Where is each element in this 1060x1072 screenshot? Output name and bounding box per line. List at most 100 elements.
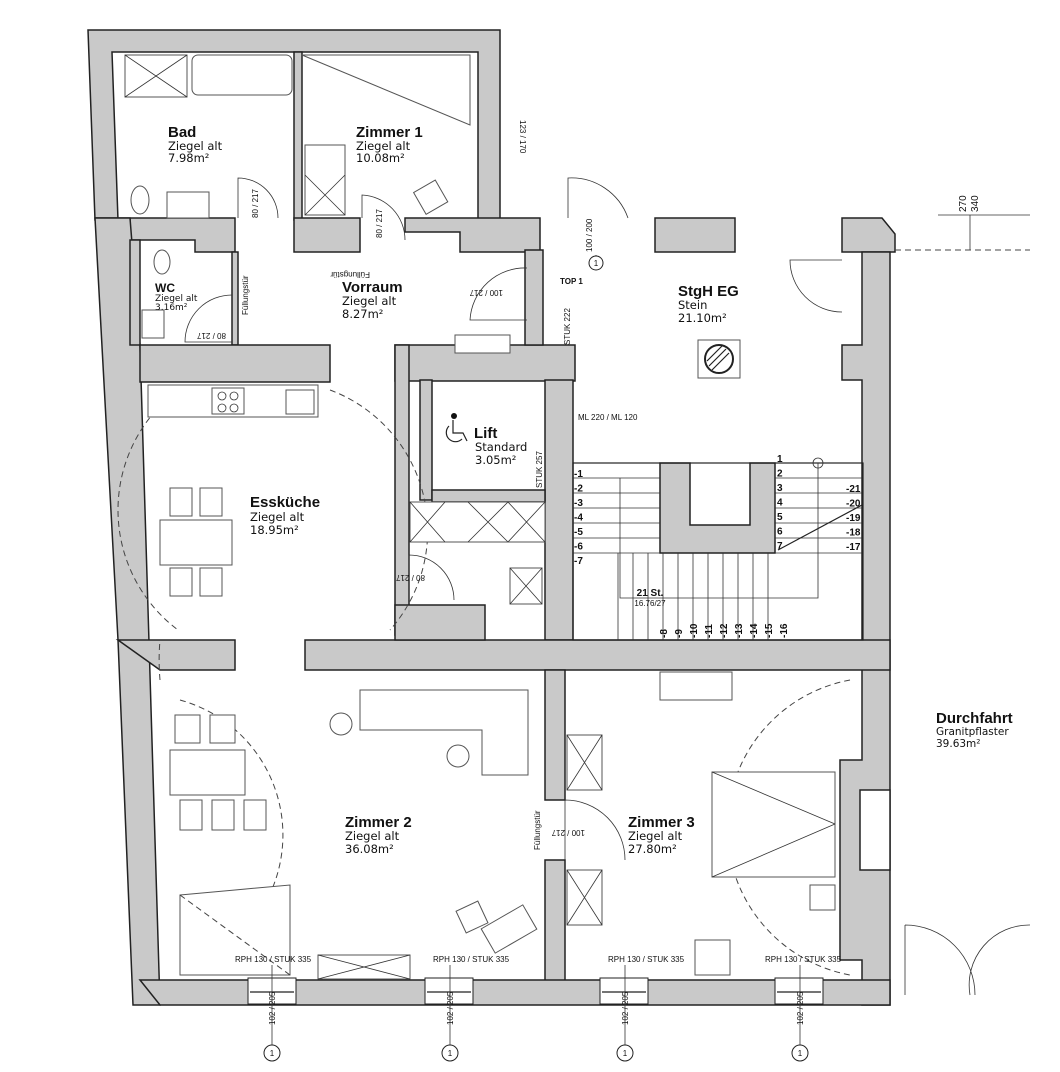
sink-bad <box>166 191 210 219</box>
door-arc <box>158 639 161 681</box>
stair-step-number: -12 <box>719 623 730 638</box>
svg-text:Füllungstür: Füllungstür <box>241 275 250 315</box>
svg-text:10.08m²: 10.08m² <box>356 151 405 165</box>
wall-middle-right <box>304 639 891 671</box>
svg-text:Granitpflaster: Granitpflaster <box>936 726 1009 738</box>
stair-walkline <box>619 463 819 599</box>
wall-lift-left <box>394 344 410 636</box>
door-wc <box>184 294 233 343</box>
wall-stgh-top <box>654 217 736 253</box>
door-stgh-durchfahrt <box>789 259 843 313</box>
svg-text:RPH 130 / STUK 335: RPH 130 / STUK 335 <box>765 955 842 964</box>
svg-text:80 / 217: 80 / 217 <box>251 189 260 218</box>
stair-step-number: 6 <box>777 527 783 538</box>
toilet-bad <box>130 185 150 215</box>
window-callout: 1 102 / 205 RPH 130 / STUK 335 <box>235 955 312 1062</box>
stair-step-number: 1 <box>777 454 783 465</box>
svg-text:WC: WC <box>155 281 175 295</box>
svg-text:1: 1 <box>270 1049 275 1058</box>
svg-text:100 / 217: 100 / 217 <box>551 828 585 837</box>
svg-text:Vorraum: Vorraum <box>342 279 403 296</box>
svg-text:Durchfahrt: Durchfahrt <box>936 710 1013 727</box>
stair-step-number: -8 <box>659 629 670 638</box>
stair-numbers-right: -17-18-19-20-21 <box>846 484 861 553</box>
door-z2-z3 <box>564 799 626 861</box>
svg-text:16.76/27: 16.76/27 <box>634 599 666 608</box>
chair <box>199 487 223 517</box>
door-durchfahrt-gate <box>904 924 1031 996</box>
chair <box>209 714 236 744</box>
stair-step-number: -18 <box>846 528 861 539</box>
stair-step-number: -4 <box>574 513 583 524</box>
window-2 <box>424 977 474 1005</box>
svg-text:18.95m²: 18.95m² <box>250 523 299 537</box>
kitchen-cabinets <box>409 501 546 543</box>
room-zimmer2: Zimmer 2 Ziegel alt 36.08m² <box>345 814 412 856</box>
wall-middle-horizontal <box>115 639 236 671</box>
svg-text:ML 220 / ML 120: ML 220 / ML 120 <box>578 413 638 422</box>
wall-lift-bottom <box>431 489 546 503</box>
stair-step-number: 3 <box>777 483 783 494</box>
radiator <box>659 671 733 701</box>
stair-step-number: -16 <box>779 623 790 638</box>
svg-text:Stein: Stein <box>678 298 707 312</box>
svg-text:7.98m²: 7.98m² <box>168 151 209 165</box>
svg-text:39.63m²: 39.63m² <box>936 738 981 750</box>
room-bad: Bad Ziegel alt 7.98m² <box>168 124 223 165</box>
svg-text:Zimmer 1: Zimmer 1 <box>356 124 423 141</box>
wall-zimmer1-bottom <box>293 217 361 253</box>
door-kitchen-store <box>408 554 455 601</box>
window-niche-right <box>859 789 891 871</box>
stair-step-number: -2 <box>574 484 583 495</box>
svg-text:STUK 222: STUK 222 <box>563 308 572 345</box>
table-zimmer2 <box>169 749 246 796</box>
stair-numbers-bottom: -8-9-10-11-12-13-14-15-16 <box>659 623 790 638</box>
wall-pillar-top-right <box>841 217 896 253</box>
svg-text:340: 340 <box>970 195 981 212</box>
svg-text:80 / 217: 80 / 217 <box>197 331 226 340</box>
furniture <box>124 54 836 980</box>
stair-step-number: -7 <box>574 556 583 567</box>
svg-text:102 / 205: 102 / 205 <box>796 991 805 1025</box>
svg-text:100 / 217: 100 / 217 <box>469 288 503 297</box>
chair <box>174 714 201 744</box>
chair <box>455 900 489 934</box>
chair <box>179 799 203 831</box>
wall-zimmer1-bottom-2 <box>404 217 541 253</box>
svg-text:123 / 170: 123 / 170 <box>518 120 527 154</box>
radiator <box>454 334 511 354</box>
svg-text:80 / 217: 80 / 217 <box>375 209 384 238</box>
room-vorraum: Vorraum Ziegel alt 8.27m² <box>342 279 403 321</box>
stair-step-number: -6 <box>574 542 583 553</box>
walls <box>87 29 896 1006</box>
svg-text:270: 270 <box>958 195 969 212</box>
svg-text:Ziegel alt: Ziegel alt <box>155 294 198 304</box>
desk <box>359 689 529 776</box>
stair-step-number: -17 <box>846 542 861 553</box>
svg-text:3.05m²: 3.05m² <box>475 453 516 467</box>
kitchen-sink <box>285 389 315 415</box>
wall-bad-zimmer1 <box>293 51 303 221</box>
svg-text:80 / 217: 80 / 217 <box>396 573 425 582</box>
svg-text:Zimmer 2: Zimmer 2 <box>345 814 412 831</box>
chair <box>243 799 267 831</box>
svg-text:27.80m²: 27.80m² <box>628 842 677 856</box>
svg-text:Ziegel alt: Ziegel alt <box>168 139 223 153</box>
stair-step-number: 2 <box>777 469 783 480</box>
stair-step-number: 7 <box>777 541 783 552</box>
wall-wc-right <box>231 251 239 346</box>
svg-text:21 St.: 21 St. <box>637 588 664 599</box>
stair-numbers-left: -1-2-3-4-5-6-7 <box>574 469 583 567</box>
svg-text:TOP 1: TOP 1 <box>560 277 583 286</box>
wall-vorraum-right <box>524 249 544 346</box>
chair <box>169 487 193 517</box>
window-4 <box>774 977 824 1005</box>
svg-text:100 / 200: 100 / 200 <box>585 218 594 252</box>
svg-text:StgH EG: StgH EG <box>678 283 739 300</box>
svg-text:1: 1 <box>448 1049 453 1058</box>
annotations: TOP 1 STUK 222 270 340 1 100 / 200 80 / … <box>197 120 1030 850</box>
svg-text:Ziegel alt: Ziegel alt <box>250 510 305 524</box>
windows-bottom <box>247 977 824 1005</box>
